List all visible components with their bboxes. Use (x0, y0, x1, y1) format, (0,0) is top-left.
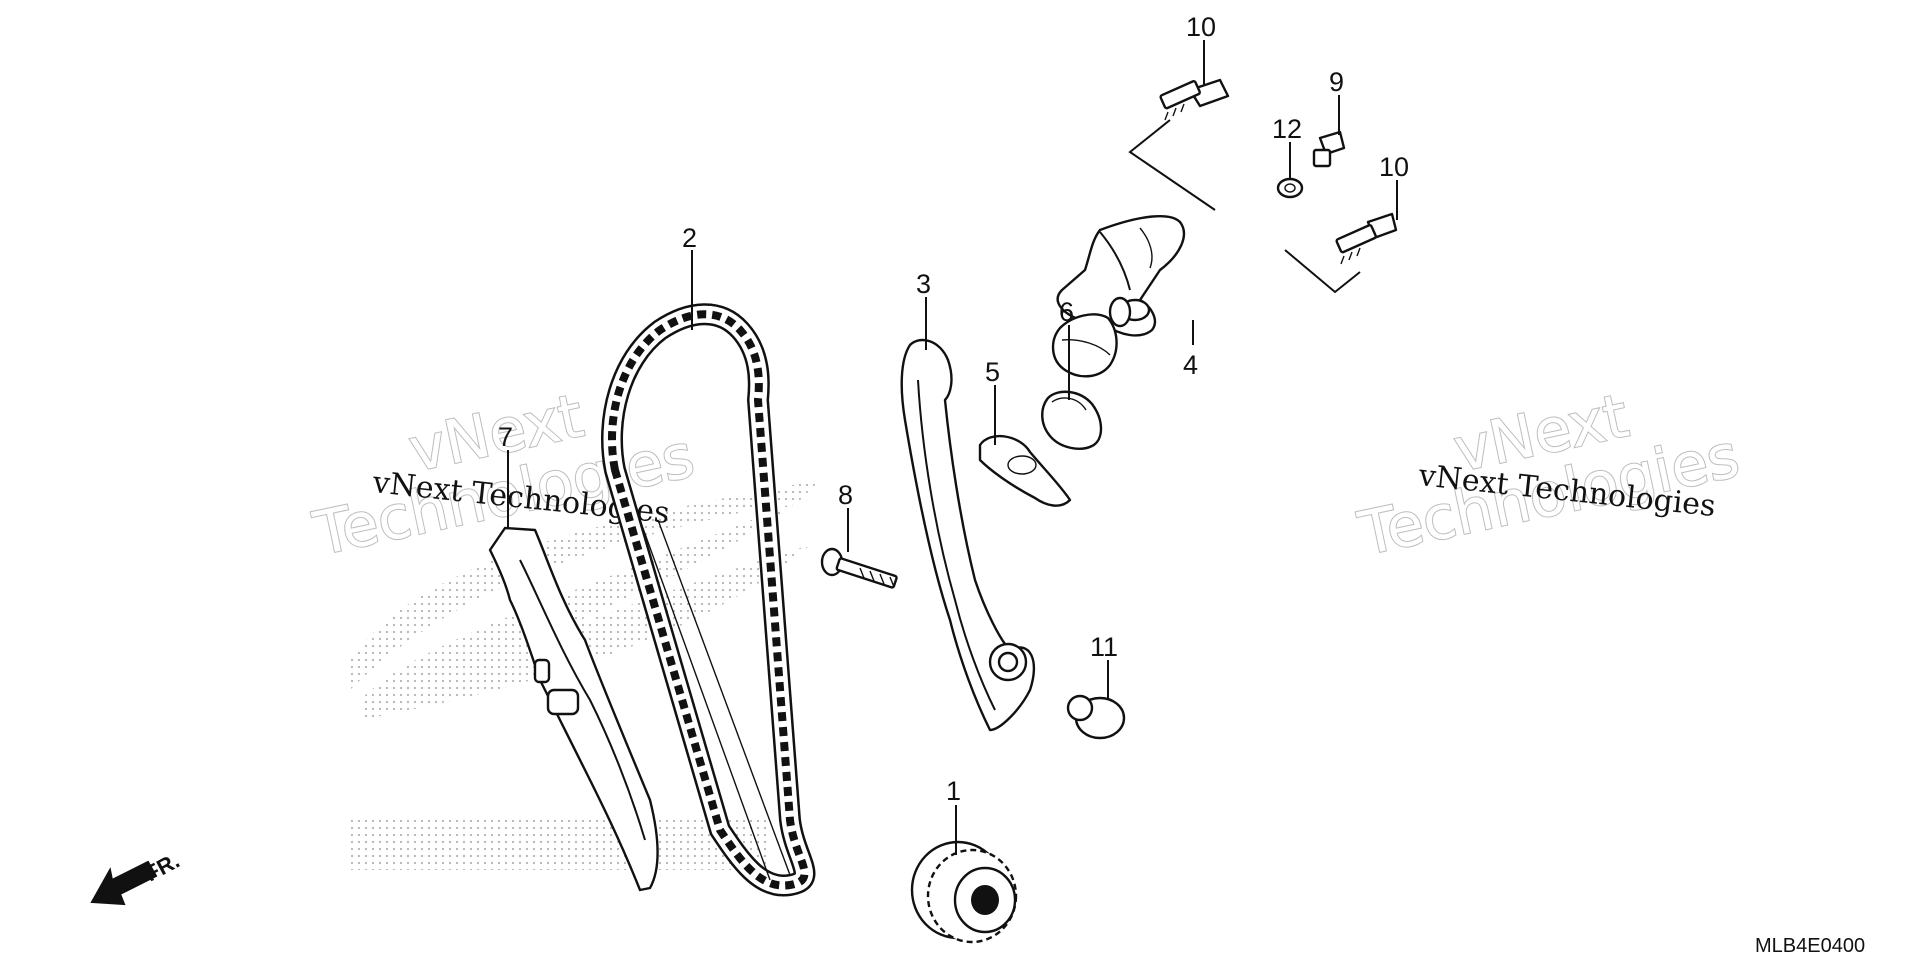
callout-7: 7 (498, 422, 513, 452)
part-7-chain-guide (488, 526, 659, 892)
callout-9: 9 (1329, 67, 1344, 97)
callout-4: 4 (1183, 350, 1198, 380)
part-8-pivot-bolt (820, 547, 898, 589)
part-10-bolt-right (1335, 212, 1398, 265)
callout-labels: 1 2 3 4 5 6 7 8 9 10 10 11 12 (498, 12, 1409, 806)
wing-logo-watermark (350, 480, 820, 870)
watermark-large-right: vNext Technologies (1352, 380, 1747, 571)
part-12-washer (1276, 177, 1304, 199)
arrow-left-down-icon (90, 860, 158, 906)
part-1-cam-sprocket (910, 840, 1018, 944)
part-11-grommet (1066, 694, 1126, 740)
callout-11: 11 (1090, 632, 1118, 662)
watermark-vnext-text: vNext (403, 381, 589, 486)
callout-10-upper: 10 (1186, 12, 1216, 42)
callout-6: 6 (1059, 297, 1074, 327)
callout-8: 8 (838, 480, 853, 510)
leader-lines (507, 40, 1398, 855)
part-3-tensioner-arm (900, 338, 1036, 732)
callout-5: 5 (985, 357, 1000, 387)
callout-12: 12 (1272, 114, 1302, 144)
part-5-gasket (978, 434, 1072, 507)
part-6-cap (1041, 390, 1103, 450)
callout-2: 2 (682, 223, 697, 253)
part-10-bolt-upper (1159, 78, 1230, 121)
front-direction-arrow: FR. (90, 848, 184, 906)
callout-3: 3 (916, 269, 931, 299)
callout-10-right: 10 (1379, 152, 1409, 182)
part-2-cam-chain (601, 303, 816, 897)
diagram-code: MLB4E0400 (1755, 935, 1865, 957)
part-9-small-bolt (1312, 130, 1346, 168)
callout-1: 1 (946, 776, 961, 806)
